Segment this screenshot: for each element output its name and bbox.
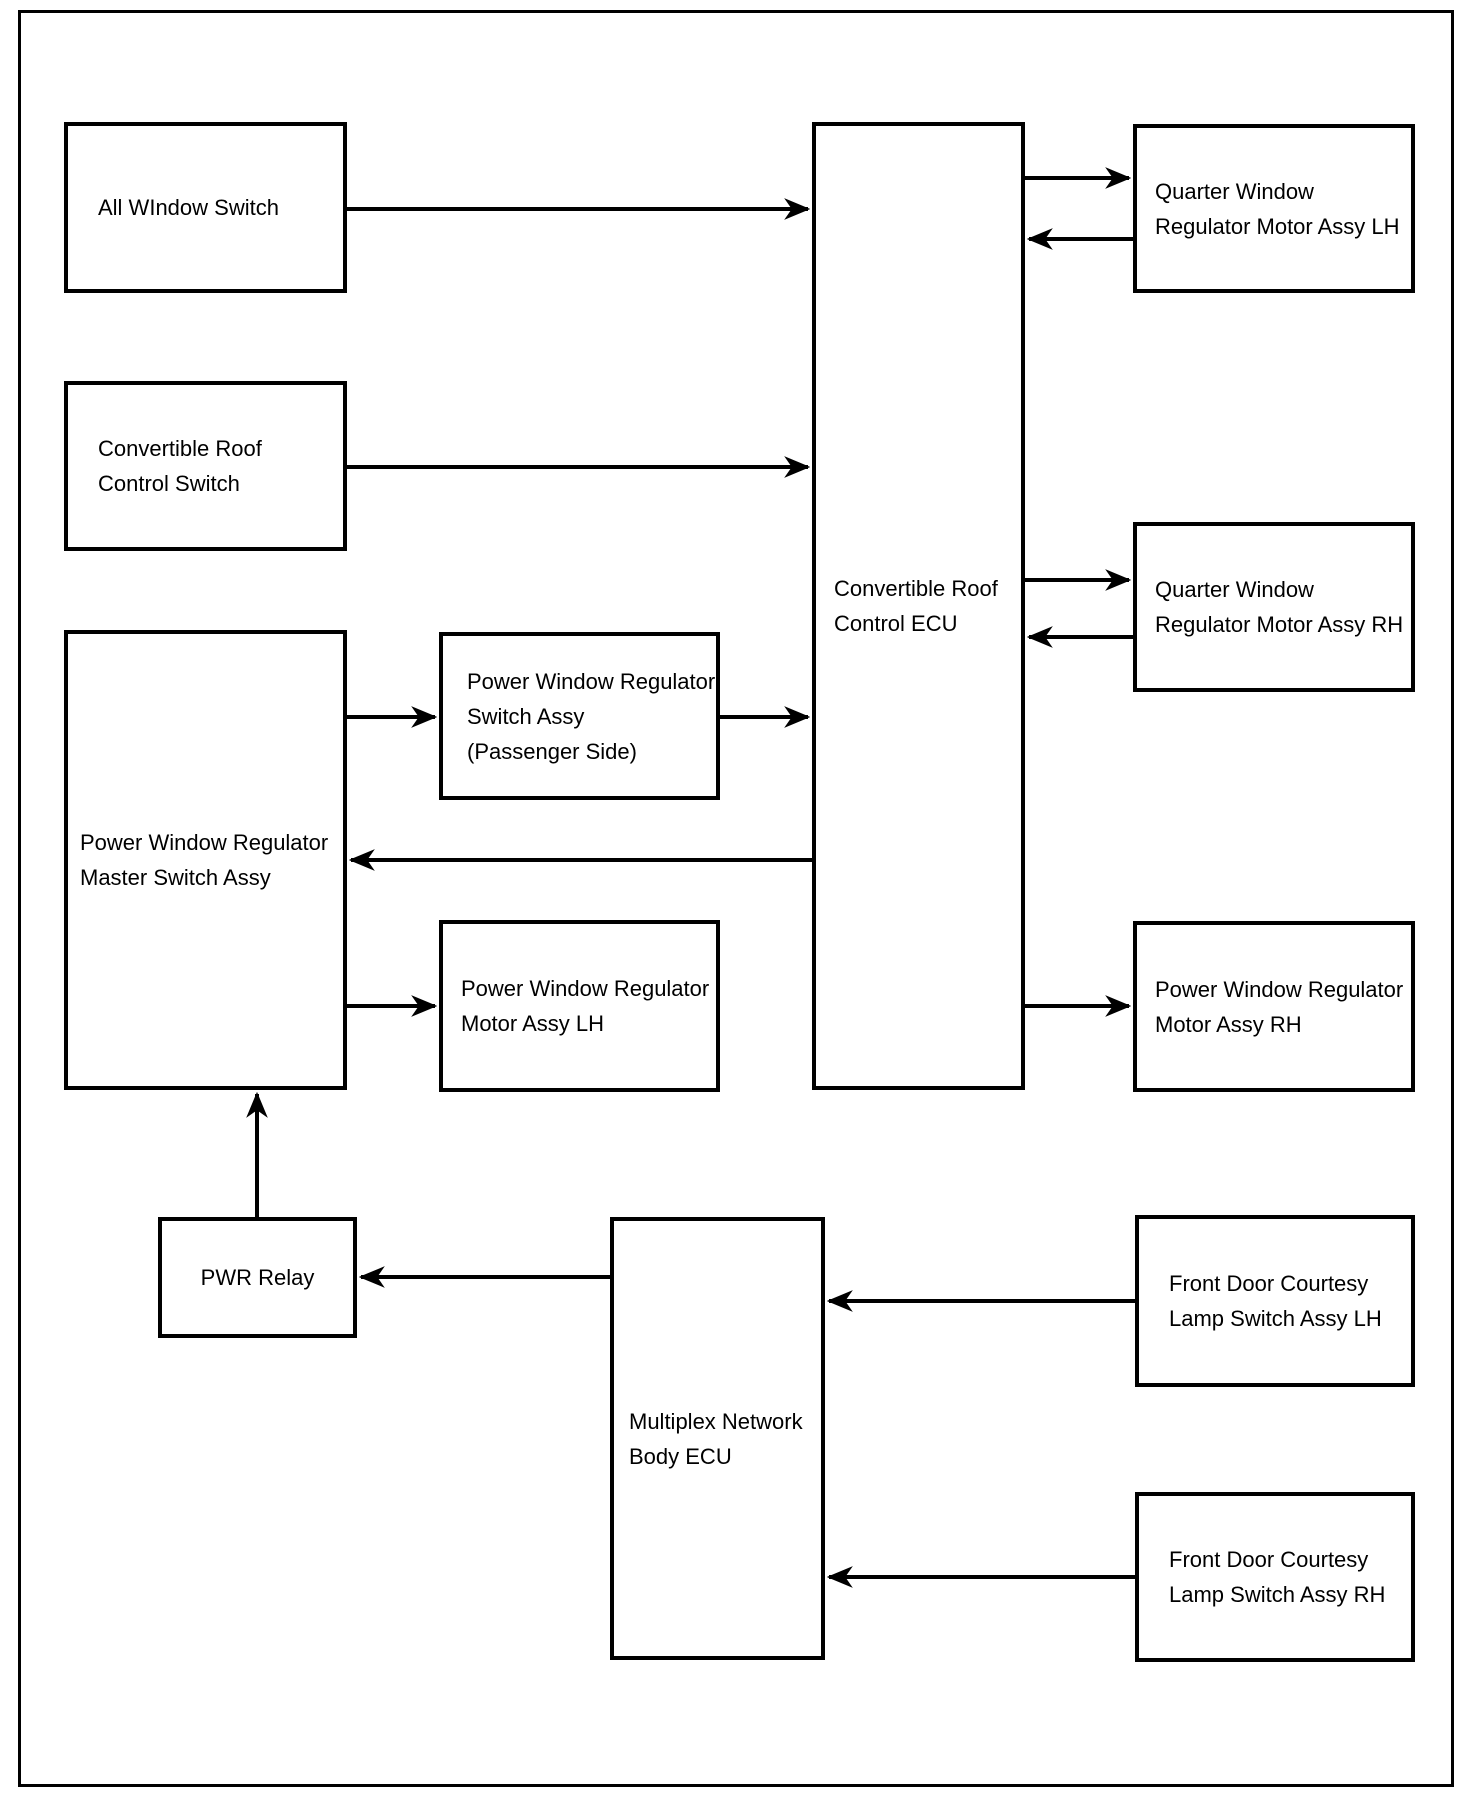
node-label-line: Multiplex Network [629, 1408, 803, 1434]
node-label-line: Power Window Regulator [467, 668, 716, 694]
node-label-line: Master Switch Assy [80, 865, 271, 890]
node-label-line: Switch Assy [467, 703, 585, 729]
node-label-line: Front Door Courtesy [1169, 1547, 1369, 1572]
node-pwr-relay: PWR Relay [158, 1217, 357, 1338]
node-label-line: Control ECU [834, 611, 958, 636]
node-label-line: Power Window Regulator [461, 976, 710, 1001]
node-convertible-roof-control-ecu: Convertible Roof Control ECU [812, 122, 1025, 1090]
node-power-window-regulator-switch-passenger: Power Window Regulator Switch Assy (Pass… [439, 632, 720, 800]
node-label-line: Motor Assy LH [461, 1011, 605, 1036]
node-label-line: Quarter Window [1155, 178, 1314, 204]
node-quarter-window-regulator-motor-rh: Quarter Window Regulator Motor Assy RH [1133, 522, 1415, 692]
node-power-window-regulator-motor-lh: Power Window Regulator Motor Assy LH [439, 920, 720, 1092]
node-label-line: Regulator Motor Assy RH [1155, 612, 1404, 637]
node-label-line: Regulator Motor Assy LH [1155, 213, 1400, 239]
node-label-line: Motor Assy RH [1155, 1011, 1302, 1037]
node-label-line: PWR Relay [200, 1265, 315, 1290]
node-convertible-roof-control-switch: Convertible Roof Control Switch [64, 381, 347, 551]
node-power-window-regulator-motor-rh: Power Window Regulator Motor Assy RH [1133, 921, 1415, 1092]
node-label-line: Body ECU [629, 1443, 732, 1469]
node-label-line: Power Window Regulator [80, 830, 329, 855]
node-label-line: (Passenger Side) [467, 738, 637, 764]
node-power-window-regulator-master-switch: Power Window Regulator Master Switch Ass… [64, 630, 347, 1090]
node-label-line: Convertible Roof [98, 436, 262, 461]
node-quarter-window-regulator-motor-lh: Quarter Window Regulator Motor Assy LH [1133, 124, 1415, 293]
node-label-line: All WIndow Switch [98, 195, 279, 220]
node-label-line: Quarter Window [1155, 577, 1314, 602]
node-label-line: Lamp Switch Assy LH [1169, 1306, 1382, 1331]
node-label-line: Convertible Roof [834, 576, 998, 601]
node-label-line: Control Switch [98, 471, 240, 496]
node-front-door-courtesy-lamp-switch-rh: Front Door Courtesy Lamp Switch Assy RH [1135, 1492, 1415, 1662]
node-front-door-courtesy-lamp-switch-lh: Front Door Courtesy Lamp Switch Assy LH [1135, 1215, 1415, 1387]
node-multiplex-network-body-ecu: Multiplex Network Body ECU [610, 1217, 825, 1660]
node-label-line: Front Door Courtesy [1169, 1271, 1369, 1296]
diagram-outer-border [18, 10, 1454, 1787]
node-label-line: Lamp Switch Assy RH [1169, 1582, 1386, 1607]
node-all-window-switch: All WIndow Switch [64, 122, 347, 293]
node-label-line: Power Window Regulator [1155, 976, 1404, 1002]
